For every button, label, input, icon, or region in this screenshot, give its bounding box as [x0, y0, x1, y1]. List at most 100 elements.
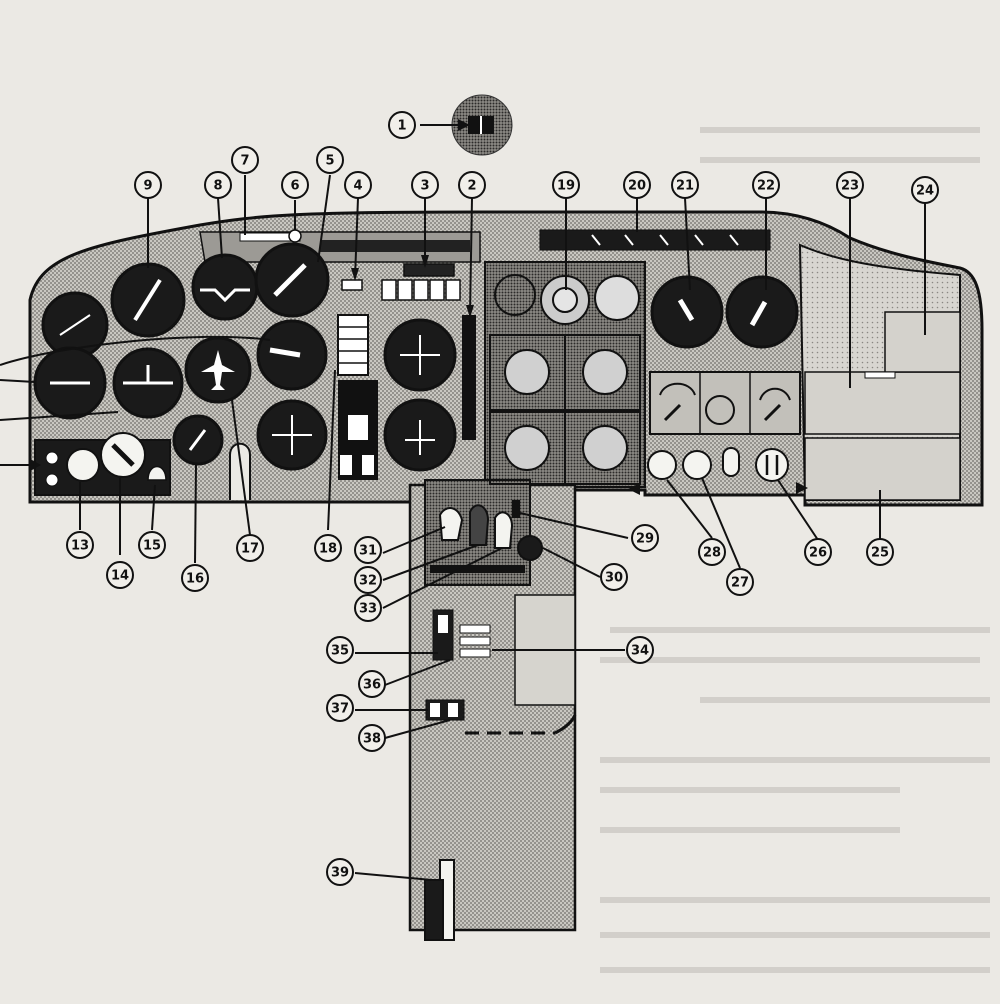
- panel-cutout-post: [229, 442, 251, 500]
- callout-number: 33: [359, 602, 377, 617]
- right-knob-28: [647, 450, 677, 480]
- callout-7: 7: [231, 146, 259, 174]
- callout-number: 22: [757, 179, 775, 194]
- callout-circle: [671, 171, 699, 199]
- callout-circle: [626, 636, 654, 664]
- avionics-units: [489, 274, 641, 485]
- master-switch: [341, 279, 363, 291]
- engine-annunciator-row: [539, 229, 771, 251]
- primer-knob: [147, 465, 167, 481]
- flight-instruments: [33, 242, 457, 472]
- callout-22: 22: [752, 171, 780, 199]
- callout-number: 9: [143, 179, 152, 194]
- callout-number: 15: [143, 539, 161, 554]
- callout-arrowheads: [30, 119, 808, 495]
- callout-24: 24: [911, 176, 939, 204]
- callout-number: 37: [331, 702, 349, 717]
- callout-23: 23: [836, 171, 864, 199]
- callout-circle: [316, 146, 344, 174]
- callout-circle: [623, 171, 651, 199]
- callout-19: 19: [552, 171, 580, 199]
- callout-circle: [326, 636, 354, 664]
- callout-circle: [866, 538, 894, 566]
- callout-31: 31: [354, 536, 382, 564]
- callout-9: 9: [134, 171, 162, 199]
- callout-38: 38: [358, 724, 386, 752]
- callout-20: 20: [623, 171, 651, 199]
- right-knob-27: [682, 450, 712, 480]
- callout-number: 19: [557, 179, 575, 194]
- callout-circle: [726, 568, 754, 596]
- callout-26: 26: [804, 538, 832, 566]
- callout-circle: [698, 538, 726, 566]
- callout-35: 35: [326, 636, 354, 664]
- callout-34: 34: [626, 636, 654, 664]
- callout-number: 1: [397, 119, 406, 134]
- callout-circle: [106, 561, 134, 589]
- callout-circle: [552, 171, 580, 199]
- callout-circle: [358, 670, 386, 698]
- switch-column: [337, 314, 369, 376]
- callout-circle: [388, 111, 416, 139]
- callout-number: 16: [186, 572, 204, 587]
- attitude-indicator: [191, 253, 259, 321]
- pedestal-curve: [554, 714, 577, 735]
- callout-number: 39: [331, 866, 349, 881]
- callout-number: 14: [111, 569, 129, 584]
- callout-circle: [134, 171, 162, 199]
- callout-circle: [236, 534, 264, 562]
- callout-circle: [204, 171, 232, 199]
- lower-left-plate: [34, 432, 171, 496]
- callout-circle: [344, 171, 372, 199]
- callout-number: 8: [213, 179, 222, 194]
- callout-number: 36: [363, 678, 381, 693]
- callout-30: 30: [600, 563, 628, 591]
- callout-circle: [836, 171, 864, 199]
- callout-circle: [631, 524, 659, 552]
- callout-number: 17: [241, 542, 259, 557]
- callout-number: 32: [359, 574, 377, 589]
- callout-15: 15: [138, 531, 166, 559]
- callout-leaders: [0, 124, 926, 881]
- callout-number: 3: [420, 179, 429, 194]
- callout-number: 21: [676, 179, 694, 194]
- callout-37: 37: [326, 694, 354, 722]
- callout-number: 13: [71, 539, 89, 554]
- glovebox-upper: [804, 371, 961, 435]
- callout-number: 6: [290, 179, 299, 194]
- callout-circle: [326, 694, 354, 722]
- compartment-latch: [864, 371, 896, 379]
- vertical-radio-bar: [462, 315, 476, 440]
- callout-number: 4: [353, 179, 362, 194]
- callout-circle: [66, 531, 94, 559]
- callout-number: 27: [731, 576, 749, 591]
- callout-number: 25: [871, 546, 889, 561]
- callout-number: 34: [631, 644, 649, 659]
- circuit-breaker-bank: [381, 263, 461, 301]
- callout-3: 3: [411, 171, 439, 199]
- callout-18: 18: [314, 534, 342, 562]
- callout-6: 6: [281, 171, 309, 199]
- callout-27: 27: [726, 568, 754, 596]
- callout-number: 38: [363, 732, 381, 747]
- callout-16: 16: [181, 564, 209, 592]
- callout-number: 30: [605, 571, 623, 586]
- callout-29: 29: [631, 524, 659, 552]
- callout-circle: [804, 538, 832, 566]
- oval-switch: [722, 447, 740, 477]
- callout-17: 17: [236, 534, 264, 562]
- callout-4: 4: [344, 171, 372, 199]
- callout-33: 33: [354, 594, 382, 622]
- callout-28: 28: [698, 538, 726, 566]
- callout-39: 39: [326, 858, 354, 886]
- callout-number: 26: [809, 546, 827, 561]
- fuel-switch-right: [362, 455, 374, 475]
- callout-1: 1: [388, 111, 416, 139]
- callout-number: 29: [636, 532, 654, 547]
- callout-number: 28: [703, 546, 721, 561]
- callout-circle: [181, 564, 209, 592]
- callout-21: 21: [671, 171, 699, 199]
